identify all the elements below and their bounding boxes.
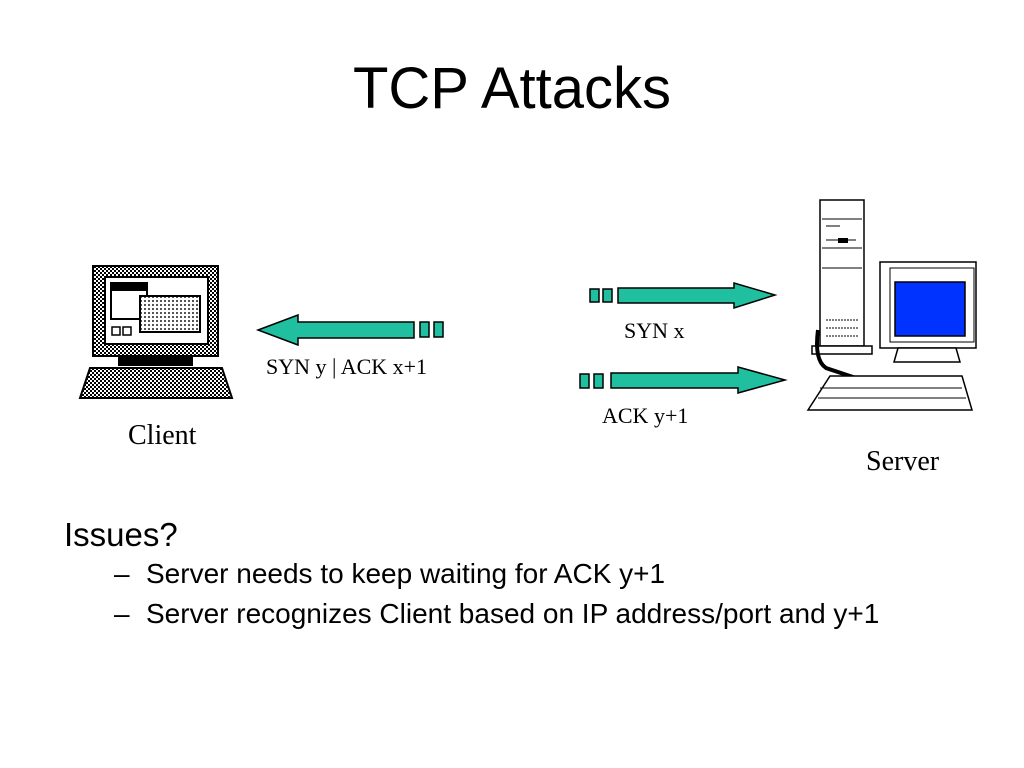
syn-ack-arrow [255, 313, 444, 347]
client-label: Client [128, 420, 197, 451]
arrow-label-ack: ACK y+1 [602, 403, 689, 428]
arrow-label-syn: SYN x [624, 318, 685, 343]
issue-text: Server needs to keep waiting for ACK y+1 [146, 558, 666, 589]
arrow-label-syn-ack: SYN y | ACK x+1 [266, 354, 428, 379]
server-label: Server [866, 446, 940, 477]
list-item: – Server needs to keep waiting for ACK y… [114, 559, 906, 589]
syn-arrow [589, 281, 778, 310]
dash-bullet-icon: – [114, 598, 130, 629]
issues-heading: Issues? [64, 516, 178, 553]
server-computer-icon [806, 199, 977, 411]
client-computer-icon [78, 265, 234, 399]
issues-section: Issues? – Server needs to keep waiting f… [64, 515, 964, 639]
issues-list: – Server needs to keep waiting for ACK y… [64, 559, 964, 629]
issue-text: Server recognizes Client based on IP add… [146, 598, 880, 629]
ack-arrow [579, 366, 788, 394]
slide-title: TCP Attacks [352, 56, 672, 121]
dash-bullet-icon: – [114, 558, 130, 589]
list-item: – Server recognizes Client based on IP a… [114, 599, 906, 629]
